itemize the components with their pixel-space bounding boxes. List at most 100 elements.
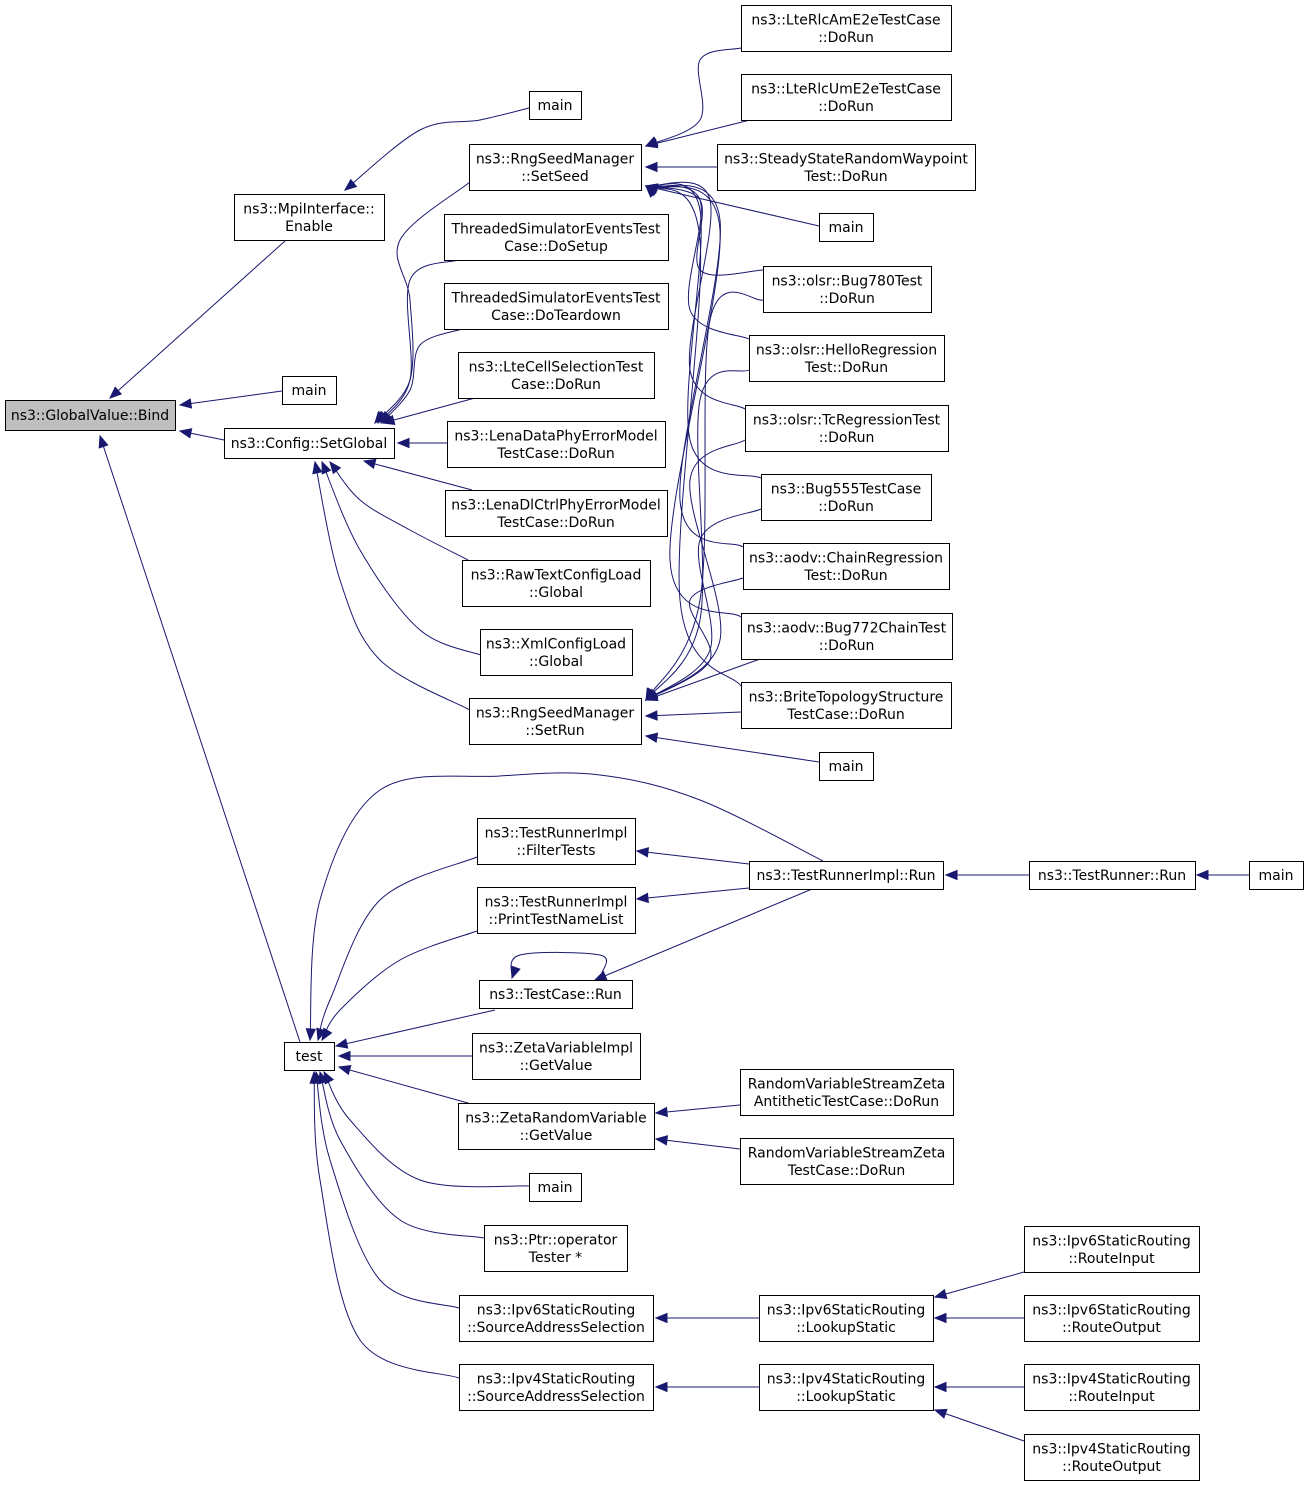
- node-label: ::SetRun: [525, 723, 584, 739]
- edge-line: [645, 577, 744, 701]
- node-tcrun[interactable]: ns3::TestCase::Run: [479, 980, 633, 1009]
- node-box: [444, 283, 669, 330]
- node-rawtext[interactable]: ns3::RawTextConfigLoad::Global: [462, 560, 651, 607]
- node-ipv4rout[interactable]: ns3::Ipv4StaticRouting::RouteOutput: [1024, 1434, 1200, 1481]
- node-ipv4rin[interactable]: ns3::Ipv4StaticRouting::RouteInput: [1024, 1364, 1200, 1411]
- edge-tcrun-to-test: [334, 1009, 496, 1049]
- arrow-head-icon: [933, 1408, 948, 1419]
- node-main_d[interactable]: main: [819, 752, 874, 781]
- node-steady[interactable]: ns3::SteadyStateRandomWaypointTest::DoRu…: [717, 144, 976, 191]
- arrow-head-icon: [645, 185, 658, 198]
- node-setrun[interactable]: ns3::RngSeedManager::SetRun: [469, 698, 642, 745]
- node-label: ns3::SteadyStateRandomWaypoint: [724, 151, 968, 167]
- edge-line: [179, 390, 283, 406]
- edge-line: [645, 185, 742, 687]
- edge-trimplrun-to-printtest: [635, 887, 750, 904]
- node-printtest[interactable]: ns3::TestRunnerImpl::PrintTestNameList: [477, 887, 636, 934]
- node-filtertests[interactable]: ns3::TestRunnerImpl::FilterTests: [477, 818, 636, 865]
- node-enable[interactable]: ns3::MpiInterface::Enable: [234, 194, 385, 241]
- edge-line: [645, 508, 762, 701]
- edge-line: [344, 107, 530, 191]
- node-label: ns3::ZetaRandomVariable: [465, 1110, 646, 1126]
- node-trrun[interactable]: ns3::TestRunner::Run: [1029, 861, 1196, 890]
- node-test[interactable]: test: [284, 1042, 335, 1071]
- node-label: ::DoRun: [818, 30, 874, 46]
- node-box: [741, 682, 952, 729]
- edge-lenadl-to-setglobal: [362, 458, 473, 491]
- node-label: ::RouteInput: [1068, 1251, 1155, 1267]
- node-setglobal[interactable]: ns3::Config::SetGlobal: [224, 428, 395, 459]
- node-main_b[interactable]: main: [282, 376, 337, 405]
- node-label: ::LookupStatic: [796, 1320, 896, 1336]
- edge-line: [338, 1066, 476, 1106]
- node-zetarv[interactable]: ns3::ZetaRandomVariable::GetValue: [458, 1103, 655, 1150]
- node-lenadata[interactable]: ns3::LenaDataPhyErrorModelTestCase::DoRu…: [447, 421, 666, 468]
- node-label: ::DoRun: [819, 291, 875, 307]
- node-zetaimpl[interactable]: ns3::ZetaVariableImpl::GetValue: [472, 1033, 641, 1080]
- edge-line: [323, 1071, 530, 1188]
- node-xmlcfg[interactable]: ns3::XmlConfigLoad::Global: [480, 629, 633, 676]
- node-rlcam[interactable]: ns3::LteRlcAmE2eTestCase::DoRun: [741, 5, 952, 52]
- node-label: main: [292, 383, 327, 399]
- node-ipv6sas[interactable]: ns3::Ipv6StaticRouting::SourceAddressSel…: [459, 1295, 654, 1342]
- node-ipv6rout[interactable]: ns3::Ipv6StaticRouting::RouteOutput: [1024, 1295, 1200, 1342]
- arrow-head-icon: [654, 1381, 668, 1393]
- edge-line: [321, 930, 478, 1041]
- edge-line: [319, 1071, 485, 1239]
- node-setseed[interactable]: ns3::RngSeedManager::SetSeed: [469, 144, 642, 191]
- node-lenadl[interactable]: ns3::LenaDlCtrlPhyErrorModelTestCase::Do…: [445, 490, 668, 537]
- arrow-head-icon: [654, 1312, 668, 1324]
- node-bug780[interactable]: ns3::olsr::Bug780Test::DoRun: [763, 266, 932, 313]
- node-tcreg[interactable]: ns3::olsr::TcRegressionTest::DoRun: [745, 405, 949, 452]
- node-bug772[interactable]: ns3::aodv::Bug772ChainTest::DoRun: [741, 613, 953, 660]
- node-trimplrun[interactable]: ns3::TestRunnerImpl::Run: [749, 861, 944, 890]
- arrow-head-icon: [321, 460, 332, 475]
- node-ipv6rin[interactable]: ns3::Ipv6StaticRouting::RouteInput: [1024, 1226, 1200, 1273]
- edge-setrun-to-setglobal: [312, 460, 471, 711]
- node-box: [458, 1103, 655, 1150]
- node-zeta_anti[interactable]: RandomVariableStreamZetaAntitheticTestCa…: [740, 1069, 954, 1116]
- node-box: [480, 629, 633, 676]
- arrow-head-icon: [98, 434, 109, 449]
- node-main_f[interactable]: main: [1249, 861, 1304, 890]
- edge-steady-to-setseed: [644, 161, 717, 173]
- node-label: ns3::Ipv4StaticRouting: [767, 1371, 925, 1387]
- node-box: [458, 352, 655, 399]
- node-rlcum[interactable]: ns3::LteRlcUmE2eTestCase::DoRun: [741, 74, 952, 121]
- edge-ipv4rout-to-ipv4lookup: [933, 1408, 1025, 1442]
- node-label: Test::DoRun: [803, 568, 887, 584]
- node-brite[interactable]: ns3::BriteTopologyStructureTestCase::DoR…: [741, 682, 952, 729]
- arrow-head-icon: [635, 847, 650, 858]
- node-label: Tester *: [528, 1250, 582, 1266]
- edge-line: [934, 1409, 1025, 1442]
- node-label: ::GetValue: [520, 1058, 593, 1074]
- edge-line: [313, 1071, 460, 1379]
- node-ipv4sas[interactable]: ns3::Ipv4StaticRouting::SourceAddressSel…: [459, 1364, 654, 1411]
- edge-line: [321, 461, 485, 657]
- node-box: [741, 74, 952, 121]
- node-main_c[interactable]: main: [819, 213, 874, 242]
- node-box: [484, 1225, 628, 1272]
- node-bind[interactable]: ns3::GlobalValue::Bind: [5, 400, 176, 431]
- arrow-head-icon: [343, 178, 358, 191]
- node-label: ns3::aodv::Bug772ChainTest: [747, 620, 947, 636]
- edge-line: [655, 1138, 741, 1150]
- node-tse_teardown[interactable]: ThreadedSimulatorEventsTestCase::DoTeard…: [444, 283, 669, 330]
- node-bug555[interactable]: ns3::Bug555TestCase::DoRun: [761, 474, 932, 521]
- node-label: Test::DoRun: [804, 360, 888, 376]
- node-main_e[interactable]: main: [529, 1173, 582, 1202]
- edge-line: [645, 439, 746, 701]
- node-ipv6lookup[interactable]: ns3::Ipv6StaticRouting::LookupStatic: [759, 1295, 934, 1342]
- node-label: ns3::Ipv6StaticRouting: [1032, 1233, 1190, 1249]
- node-main_a[interactable]: main: [529, 91, 582, 120]
- node-ipv4lookup[interactable]: ns3::Ipv4StaticRouting::LookupStatic: [759, 1364, 934, 1411]
- edge-line: [382, 397, 476, 424]
- arrow-head-icon: [381, 414, 396, 426]
